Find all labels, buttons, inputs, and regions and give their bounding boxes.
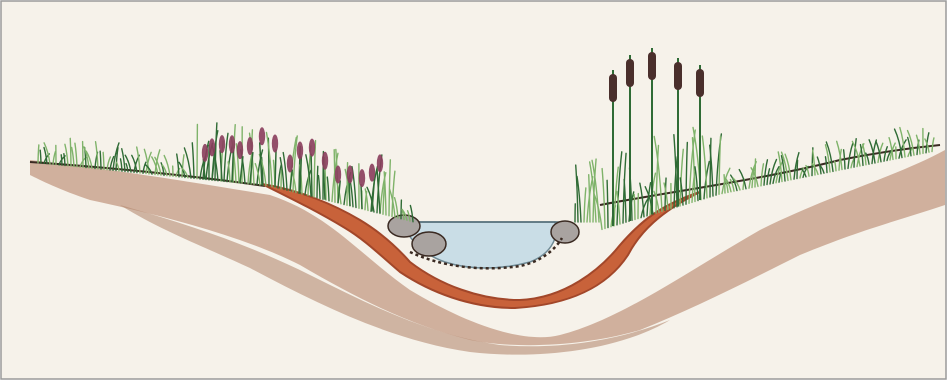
flower-stem	[275, 149, 276, 187]
grass-blade	[38, 145, 39, 163]
flower-spike	[237, 141, 243, 159]
flower-spike	[347, 165, 353, 183]
flower-spike	[209, 138, 215, 156]
flower-spike	[247, 137, 253, 155]
flower-spike	[219, 135, 225, 153]
stone	[551, 221, 579, 243]
flower-spike	[202, 144, 208, 162]
flower-spike	[359, 169, 365, 187]
cattail-head	[696, 69, 704, 97]
grass-blade	[70, 138, 71, 166]
flower-stem	[311, 154, 312, 197]
cattail-head	[674, 62, 682, 90]
flower-spike	[309, 139, 315, 157]
flower-stem	[361, 184, 362, 209]
grass-blade	[634, 194, 635, 219]
flower-spike	[369, 164, 375, 182]
grass-blade	[281, 170, 282, 189]
cattail-head	[626, 59, 634, 87]
grass-blade	[100, 151, 101, 169]
grass-blade	[40, 150, 41, 163]
flower-spike	[322, 152, 328, 170]
flower-spike	[272, 134, 278, 152]
stone	[412, 232, 446, 256]
grass-blade	[103, 152, 104, 169]
flower-spike	[297, 142, 303, 160]
flower-stem	[349, 180, 350, 206]
flower-spike	[335, 165, 341, 183]
grass-blade	[317, 166, 318, 197]
grass-blade	[61, 155, 62, 165]
cattail-head	[648, 52, 656, 80]
flower-spike	[287, 155, 293, 173]
grass-blade	[797, 160, 798, 178]
flower-spike	[229, 135, 235, 153]
grass-blade	[607, 180, 608, 227]
flower-spike	[377, 154, 383, 172]
flower-spike	[259, 127, 265, 145]
cattail-head	[609, 74, 617, 102]
